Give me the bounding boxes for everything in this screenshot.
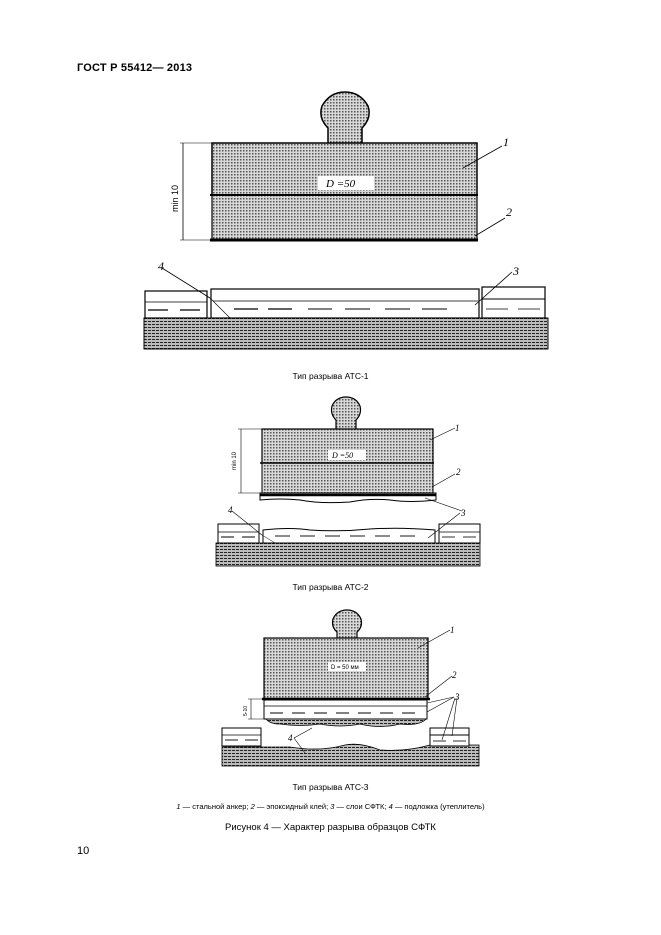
svg-text:4: 4 — [288, 733, 293, 743]
legend-num-4: 4 — [388, 802, 393, 811]
svg-text:2: 2 — [452, 670, 457, 680]
svg-text:5-10: 5-10 — [243, 706, 249, 716]
legend-text-1: — стальной анкер; — [180, 802, 251, 811]
sftk-layers — [210, 288, 480, 319]
svg-text:min 10: min 10 — [232, 451, 238, 470]
svg-text:3: 3 — [460, 508, 466, 518]
legend-num-3: 3 — [330, 802, 335, 811]
svg-text:D = 50 мм: D = 50 мм — [331, 665, 359, 671]
caption-atc-3: Тип разрыва АТС-3 — [292, 782, 369, 792]
figure-legend: 1 — стальной анкер; 2 — эпоксидный клей;… — [0, 802, 661, 811]
legend-text-2: — эпоксидный клей; — [254, 802, 331, 811]
svg-text:3: 3 — [454, 692, 460, 702]
svg-text:1: 1 — [450, 625, 455, 635]
svg-text:2: 2 — [506, 205, 512, 219]
standard-header: ГОСТ Р 55412— 2013 — [77, 62, 193, 74]
svg-text:2: 2 — [456, 467, 461, 477]
legend-num-2: 2 — [250, 802, 255, 811]
svg-text:3: 3 — [512, 264, 519, 278]
figure-atc-3: D = 50 мм 5-10 1 2 3 — [221, 609, 480, 767]
legend-text-4: — подложка (утеплитель) — [392, 802, 485, 811]
caption-atc-1: Тип разрыва АТС-1 — [292, 371, 369, 381]
page-number: 10 — [77, 845, 90, 857]
epoxy-glue — [211, 194, 478, 241]
dimension-label: min 10 — [170, 185, 180, 212]
figure-atc-1: D =50 min 10 1 2 4 — [143, 91, 549, 350]
caption-atc-2: Тип разрыва АТС-2 — [292, 582, 369, 592]
svg-text:1: 1 — [455, 423, 460, 433]
figure-title: Рисунок 4 — Характер разрыва образцов СФ… — [225, 822, 436, 833]
svg-text:D =50: D =50 — [331, 451, 353, 460]
substrate — [143, 317, 549, 350]
legend-num-1: 1 — [176, 802, 181, 811]
svg-text:1: 1 — [503, 135, 509, 149]
anchor-knob — [320, 91, 370, 145]
diameter-label: D =50 — [325, 178, 356, 190]
svg-text:4: 4 — [228, 505, 233, 515]
figure-atc-2: D =50 min 10 1 2 4 3 — [215, 396, 481, 567]
legend-text-3: — слои СФТК; — [334, 802, 389, 811]
svg-text:4: 4 — [158, 259, 164, 273]
